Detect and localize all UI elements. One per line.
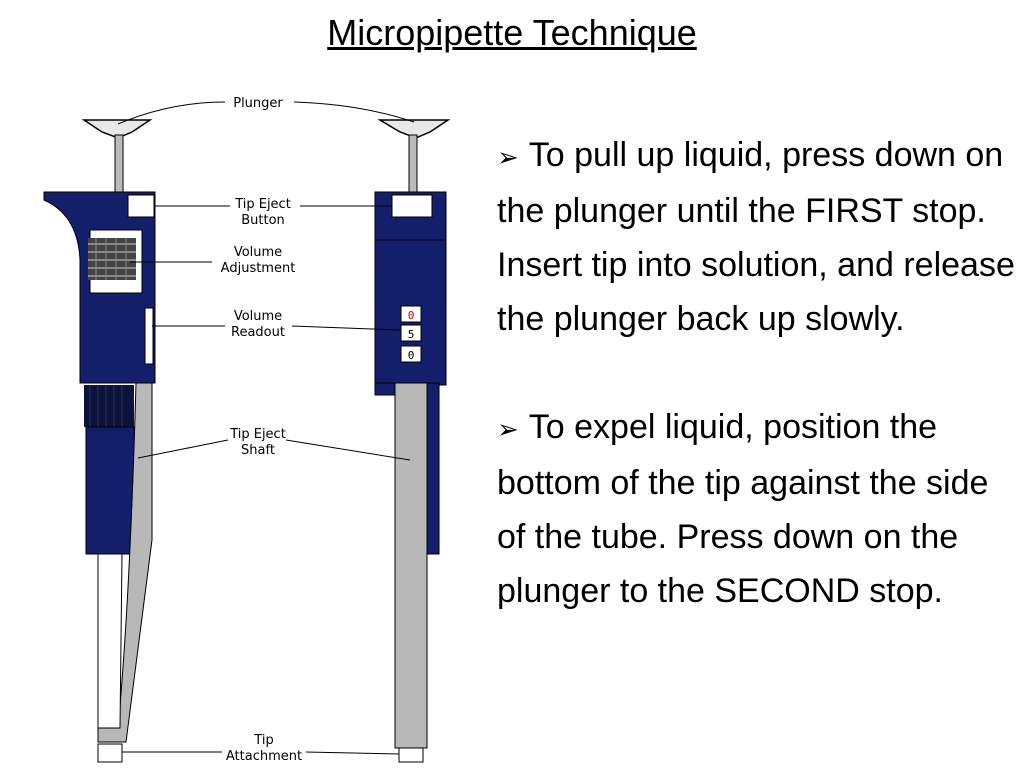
label-tip-eject-button-line1: Tip Eject [234,197,291,212]
label-tip-eject-button-line2: Button [241,213,285,228]
left-tip-eject-button [127,194,155,218]
right-tip-eject-button [391,194,433,218]
right-body-right-panel [426,382,440,555]
label-volume-adjustment-line1: Volume [234,245,282,260]
instruction-bullets: ➢To pull up liquid, press down on the pl… [497,128,1022,618]
bullet-text: To expel liquid, position the bottom of … [497,408,989,610]
right-body-left-panel [374,382,396,396]
volume-readout-digits: 0 5 0 [400,305,422,363]
pipette-front-view: 0 5 0 [374,119,451,763]
label-plunger: Plunger [233,96,283,111]
left-tip-eject-shaft [97,382,153,743]
bullet-text: To pull up liquid, press down on the plu… [497,136,1015,338]
left-volume-knob [88,238,136,280]
readout-digit-2: 5 [408,328,415,341]
left-lower-body [85,426,135,555]
callout-lines [117,101,415,755]
label-tip-eject-shaft-line1: Tip Eject [229,427,286,442]
readout-digit-box [400,345,422,363]
label-tip-attachment-line1: Tip [253,733,273,748]
slide-title: Micropipette Technique [327,12,697,53]
pipette-side-view [43,119,156,763]
readout-digit-box [400,305,422,323]
right-tip-eject-shaft [394,382,428,749]
label-volume-readout-line1: Volume [234,309,282,324]
readout-digit-3: 0 [408,349,415,362]
label-tip-attachment-line2: Attachment [226,749,302,764]
label-tip-eject-shaft-line2: Shaft [241,443,275,458]
arrow-bullet-icon: ➢ [497,142,519,172]
right-tip-attachment [398,747,424,763]
right-plunger-cap [377,119,451,139]
readout-digit-1: 0 [408,309,415,322]
left-plunger-cap [81,119,153,139]
arrow-bullet-icon: ➢ [497,414,519,444]
right-plunger-rod [408,134,418,196]
bullet-pull-up-liquid: ➢To pull up liquid, press down on the pl… [497,128,1022,346]
left-tip-attachment [97,743,123,763]
label-volume-readout-line2: Readout [231,325,285,340]
left-plunger-rod [114,134,124,196]
left-nose-cone [97,553,123,729]
left-grip [84,385,134,427]
label-volume-adjustment-line2: Adjustment [221,261,296,276]
readout-digit-box [400,324,422,342]
bullet-expel-liquid: ➢To expel liquid, position the bottom of… [497,400,1022,618]
left-readout-slot [144,307,154,365]
